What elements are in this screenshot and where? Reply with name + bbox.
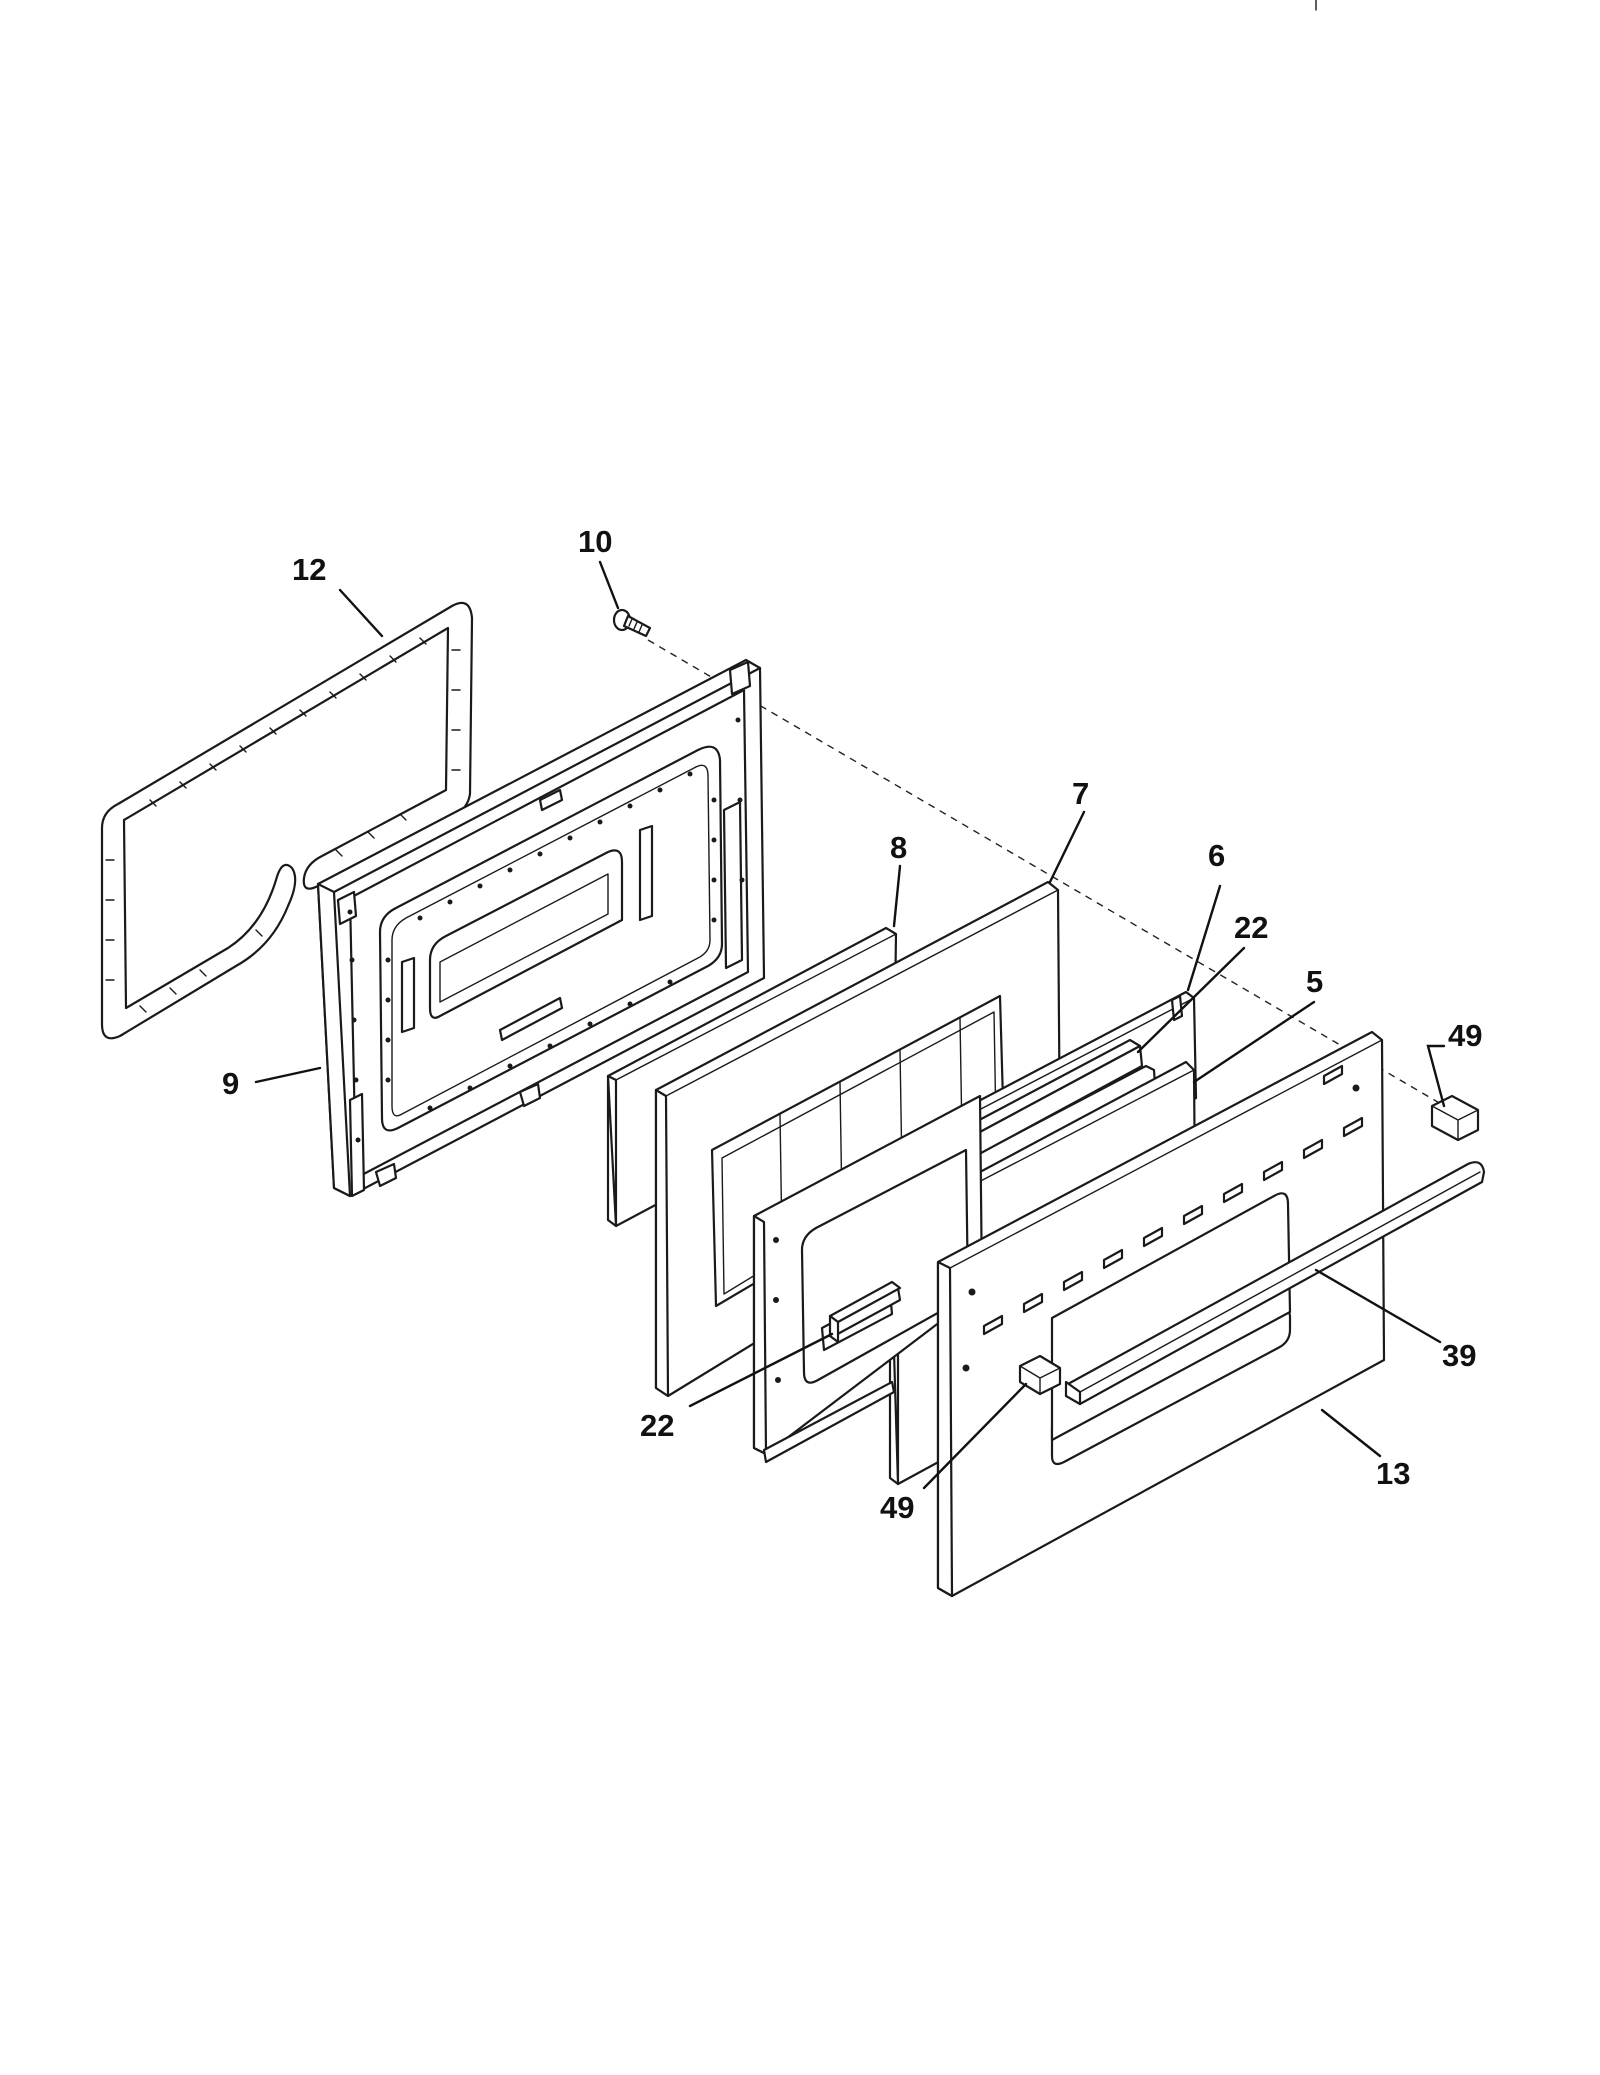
callout-8: 8 (890, 830, 907, 865)
leader-39 (1314, 1268, 1442, 1344)
assembly-line (647, 639, 1449, 1109)
callout-49-right: 49 (1448, 1018, 1482, 1053)
callout-9: 9 (222, 1066, 239, 1101)
callout-7: 7 (1072, 776, 1089, 811)
window-bracket-lower-part (828, 1280, 902, 1344)
screw-part (612, 608, 652, 638)
callout-5: 5 (1306, 964, 1323, 999)
handle-part (1064, 1161, 1486, 1406)
leader-49-right (1426, 1044, 1446, 1108)
leader-22-upper (1136, 946, 1246, 1054)
outer-door-panel-part (936, 1030, 1386, 1598)
leader-49-left (922, 1382, 1028, 1490)
leader-lines (254, 560, 1446, 1490)
leader-9 (254, 1066, 322, 1084)
leader-8 (892, 864, 902, 928)
callout-6: 6 (1208, 838, 1225, 873)
callout-10: 10 (578, 524, 612, 559)
window-frame-body (752, 1094, 984, 1464)
leader-6 (1186, 884, 1222, 992)
leader-5 (1192, 1000, 1316, 1084)
leader-22-lower (688, 1332, 834, 1408)
callout-labels: 12 10 9 8 7 6 22 22 5 49 39 49 13 (222, 524, 1482, 1525)
callout-12: 12 (292, 552, 326, 587)
leader-7 (1048, 810, 1086, 884)
callout-49-left: 49 (880, 1490, 914, 1525)
callout-13: 13 (1376, 1456, 1410, 1491)
inner-door-liner-part (316, 658, 766, 1198)
leader-10 (598, 560, 620, 610)
end-cap-left-part (1018, 1354, 1062, 1396)
callout-22-lower: 22 (640, 1408, 674, 1443)
callout-22-upper: 22 (1234, 910, 1268, 945)
leader-12 (338, 588, 384, 638)
end-cap-right-part (1430, 1094, 1480, 1142)
leader-13 (1320, 1408, 1382, 1458)
callout-39: 39 (1442, 1338, 1476, 1373)
